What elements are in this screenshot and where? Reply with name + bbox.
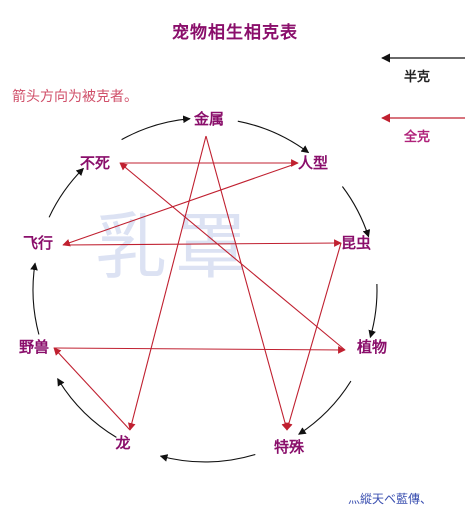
half-arrow-jinshu-to-renxing: [237, 120, 310, 154]
node-label-yeshou: 野兽: [19, 338, 49, 356]
node-label-teshu: 特殊: [274, 438, 305, 456]
full-arrow-jinshu-to-teshu: [205, 135, 289, 431]
full-arrow-feixing-to-kunchong: [62, 239, 342, 247]
page-title: 宠物相生相克表: [172, 23, 298, 43]
full-restraint-arrows: [53, 135, 346, 431]
node-label-jinshu: 金属: [193, 110, 224, 128]
full-arrow-long-to-yeshou: [53, 347, 131, 431]
full-arrow-jinshu-to-long: [128, 135, 207, 431]
signature: 灬縱天ベ藍傳、: [348, 492, 433, 506]
half-arrow-long-to-yeshou: [57, 377, 117, 438]
half-arrow-feixing-to-busi: [48, 167, 84, 218]
node-label-busi: 不死: [80, 154, 110, 172]
full-arrow-kunchong-to-teshu: [285, 242, 342, 431]
half-restraint-cycle: [30, 115, 378, 463]
half-arrow-zhiwu-to-teshu: [298, 380, 352, 435]
node-label-long: 龙: [114, 434, 130, 452]
legend: [381, 53, 465, 123]
node-label-kunchong: 昆虫: [341, 234, 371, 252]
legend-full-label: 全克: [404, 130, 431, 145]
half-arrow-yeshou-to-feixing: [30, 262, 40, 335]
arrow-direction-note: 箭头方向为被克者。: [12, 89, 138, 105]
node-label-feixing: 飞行: [23, 234, 53, 252]
legend-half-label: 半克: [404, 70, 431, 85]
half-arrow-busi-to-jinshu: [121, 115, 191, 141]
half-arrow-teshu-to-long: [159, 453, 256, 463]
half-arrow-kunchong-to-zhiwu: [368, 283, 378, 339]
full-arrow-yeshou-to-zhiwu: [53, 346, 346, 354]
node-label-renxing: 人型: [298, 154, 328, 172]
node-label-zhiwu: 植物: [357, 338, 387, 356]
half-arrow-renxing-to-kunchong: [341, 186, 371, 238]
full-arrow-zhiwu-to-busi: [119, 162, 346, 351]
full-arrow-renxing-to-feixing: [62, 162, 299, 247]
